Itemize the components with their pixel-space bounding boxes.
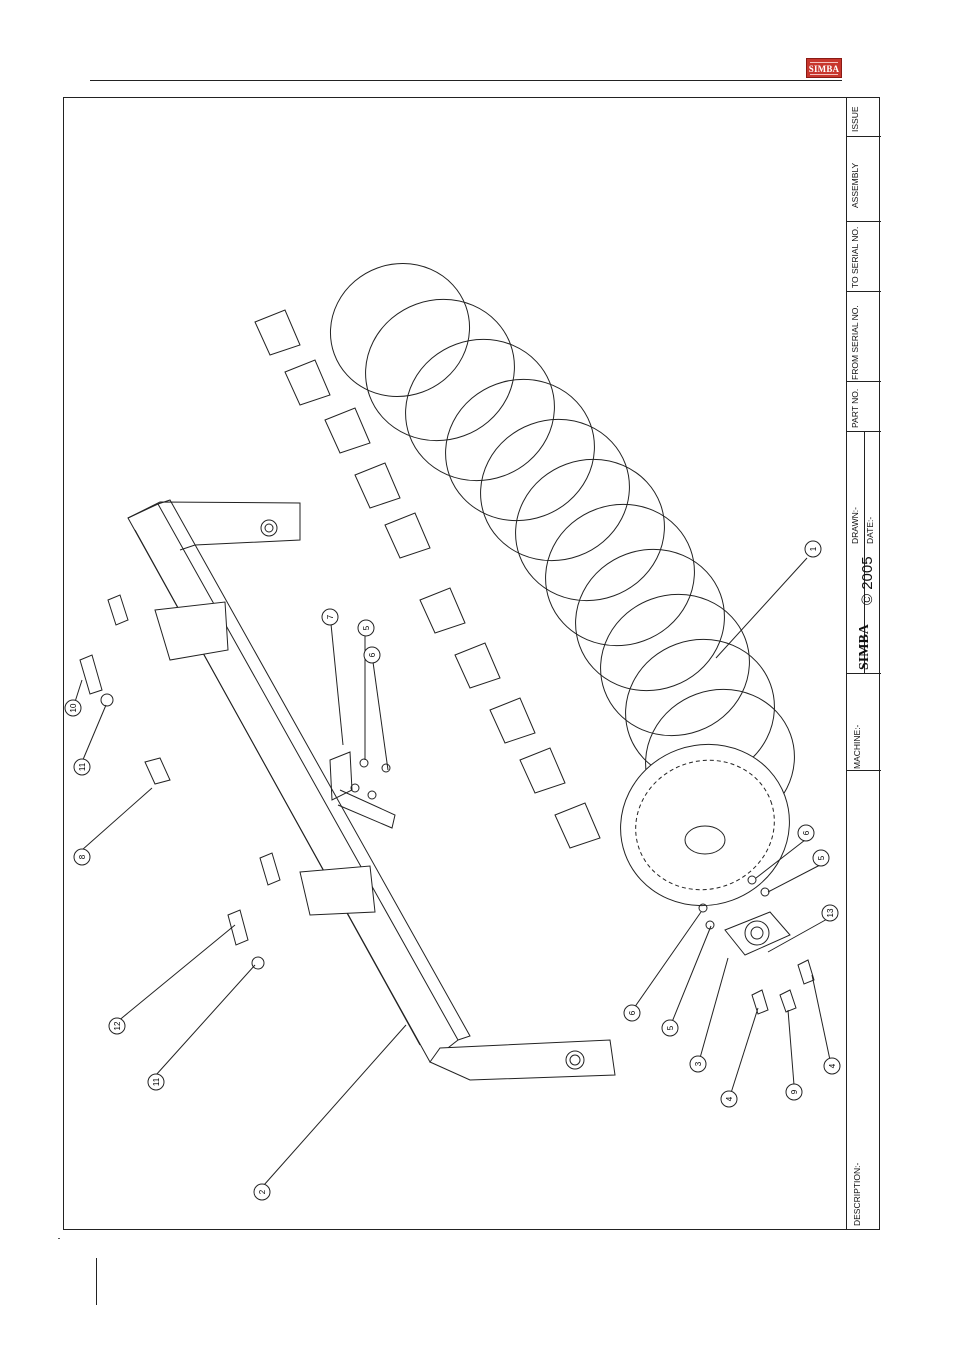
svg-text:5: 5: [817, 855, 826, 860]
svg-text:13: 13: [826, 908, 835, 917]
callout: 7: [322, 609, 338, 625]
scraper-tine: [255, 310, 600, 848]
svg-text:10: 10: [69, 703, 78, 712]
callout: 11: [148, 1074, 164, 1090]
callout: 13: [822, 905, 838, 921]
callout: 8: [74, 849, 90, 865]
callout: 6: [624, 1005, 640, 1021]
svg-text:6: 6: [628, 1010, 637, 1015]
svg-text:11: 11: [78, 762, 87, 771]
frame-bar: [128, 500, 615, 1080]
svg-text:1: 1: [809, 546, 818, 551]
callout: 6: [364, 647, 380, 663]
svg-text:6: 6: [802, 830, 811, 835]
callout: 2: [254, 1184, 270, 1200]
bearing-housing: [725, 912, 790, 955]
callout: 5: [813, 850, 829, 866]
callout: 6: [798, 825, 814, 841]
callout: 10: [65, 700, 81, 716]
svg-text:2: 2: [258, 1189, 267, 1194]
svg-text:5: 5: [666, 1025, 675, 1030]
callout: 12: [109, 1018, 125, 1034]
svg-text:4: 4: [725, 1096, 734, 1101]
svg-text:11: 11: [152, 1077, 161, 1086]
svg-text:8: 8: [78, 854, 87, 859]
svg-text:5: 5: [362, 625, 371, 630]
svg-text:6: 6: [368, 652, 377, 657]
svg-text:7: 7: [326, 614, 335, 619]
callout: 3: [690, 1056, 706, 1072]
callout: 4: [721, 1091, 737, 1107]
callout: 4: [824, 1058, 840, 1074]
callout: 1: [805, 541, 821, 557]
svg-text:9: 9: [790, 1089, 799, 1094]
footer-rule: [96, 1258, 97, 1305]
svg-text:12: 12: [113, 1021, 122, 1030]
margin-mark: [58, 1238, 60, 1239]
callout: 11: [74, 759, 90, 775]
callout: 9: [786, 1084, 802, 1100]
svg-text:4: 4: [828, 1063, 837, 1068]
ring-roller: [312, 244, 815, 929]
callout: 5: [662, 1020, 678, 1036]
svg-text:3: 3: [694, 1061, 703, 1066]
callout: 5: [358, 620, 374, 636]
